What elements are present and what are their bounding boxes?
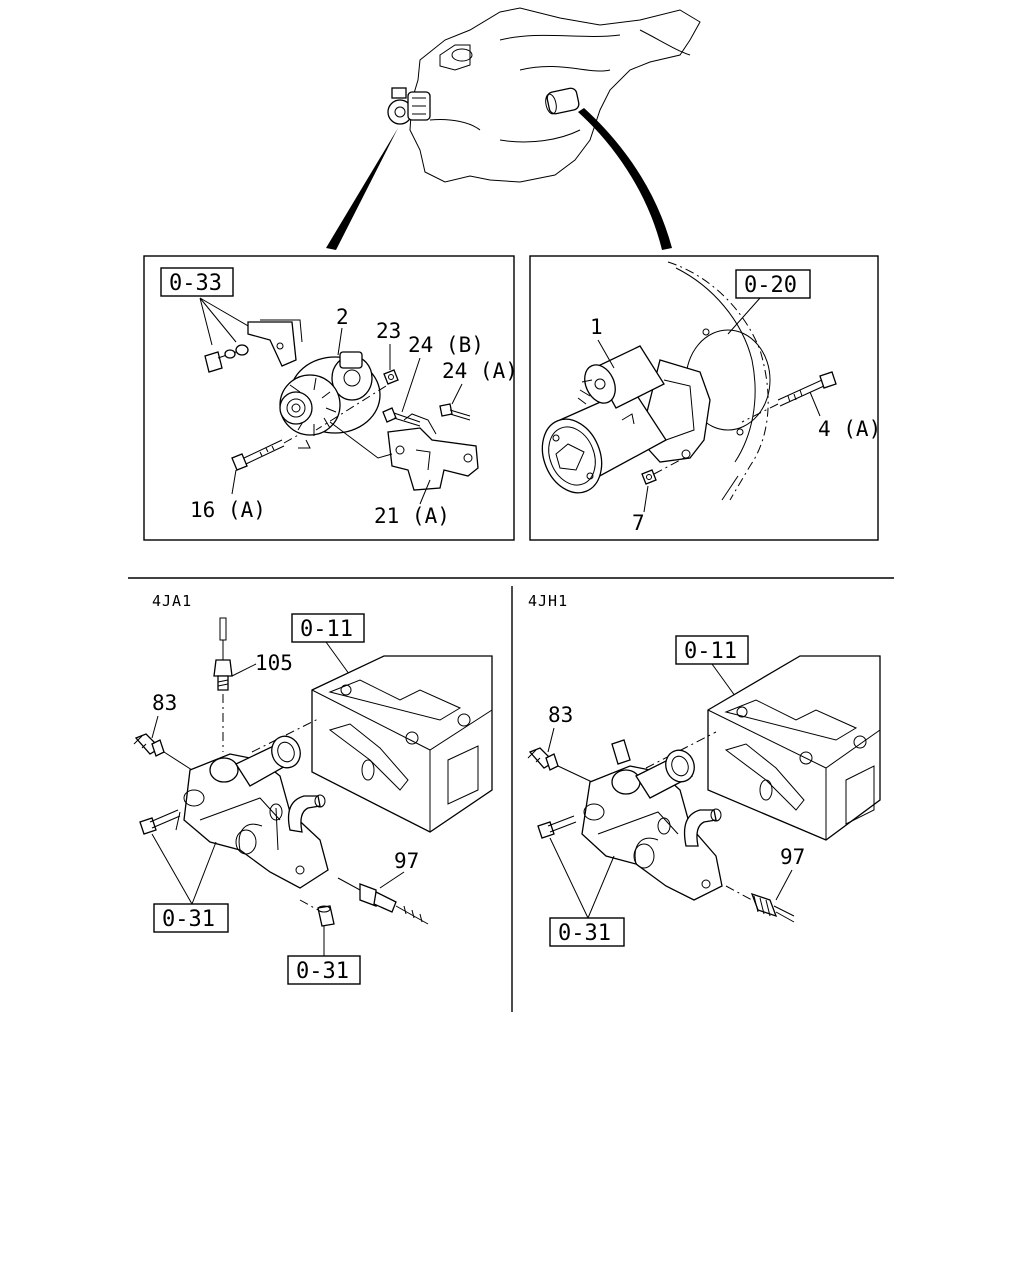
label-2: 2 <box>336 305 349 329</box>
sensor-97-4jh1 <box>725 885 795 923</box>
label-83-4jh1: 83 <box>548 703 573 727</box>
sensor-97-4ja1 <box>337 877 429 925</box>
ref-box-0-31-4jh1 <box>549 917 625 947</box>
ref-label-0-31-bottom-4ja1: 0-31 <box>296 959 349 984</box>
engine-overview <box>326 7 701 250</box>
ref-label-0-20: 0-20 <box>744 273 797 298</box>
label-21a: 21 (A) <box>374 504 450 528</box>
label-83-4ja1: 83 <box>152 691 177 715</box>
ref-label-0-31-4jh1: 0-31 <box>558 921 611 946</box>
bolt-4a <box>741 371 837 423</box>
alternator-panel: 0-33 2 <box>143 255 518 541</box>
bolt-16a <box>231 439 285 471</box>
label-24a: 24 (A) <box>442 359 518 383</box>
bolt-24a <box>439 403 471 421</box>
label-23: 23 <box>376 319 401 343</box>
sensor-105 <box>213 617 233 691</box>
ref-box-0-11-4ja1 <box>291 613 365 643</box>
alternator <box>279 351 381 449</box>
ref-label-0-11-4ja1: 0-11 <box>300 617 353 642</box>
ref-box-0-31-left-4ja1 <box>153 903 229 933</box>
ref-box-0-33 <box>160 267 234 297</box>
ref-label-0-33: 0-33 <box>169 271 222 296</box>
label-24b: 24 (B) <box>408 333 484 357</box>
starter-location-icon <box>545 87 580 115</box>
nut-7 <box>641 457 685 485</box>
bolt-left-4jh1 <box>537 815 577 839</box>
cylinder-head-4ja1 <box>311 655 493 833</box>
nut-23 <box>383 369 399 385</box>
label-97-4ja1: 97 <box>394 849 419 873</box>
cylinder-head-4jh1 <box>707 655 881 841</box>
callout-wedge-right <box>578 108 672 250</box>
ref-label-0-11-4jh1: 0-11 <box>684 639 737 664</box>
plug-4ja1 <box>317 905 335 927</box>
label-97-4jh1: 97 <box>780 845 805 869</box>
label-1: 1 <box>590 315 603 339</box>
ref-box-0-20 <box>735 269 811 299</box>
bracket-21a <box>329 413 479 491</box>
sensor-83-4ja1 <box>133 733 165 757</box>
variant-title-4ja1: 4JA1 <box>152 592 192 610</box>
label-7: 7 <box>632 511 645 535</box>
starter-panel: 0-20 1 <box>529 255 881 541</box>
label-16a: 16 (A) <box>190 498 266 522</box>
thermostat-housing-4ja1 <box>175 735 329 889</box>
ref-label-0-31-left-4ja1: 0-31 <box>162 907 215 932</box>
label-105: 105 <box>255 651 293 675</box>
variant-4ja1: 4JA1 0-11 105 <box>133 592 493 985</box>
label-4a: 4 (A) <box>818 417 881 441</box>
thermostat-housing-4jh1 <box>581 739 723 901</box>
callout-wedge-left <box>326 128 398 250</box>
sensor-83-4jh1 <box>527 747 559 771</box>
bolt-24b <box>382 407 421 427</box>
variant-4jh1: 4JH1 0-11 83 <box>527 592 881 947</box>
alternator-location-icon <box>387 87 431 125</box>
bolt-left-4ja1 <box>139 809 181 835</box>
starter-motor <box>541 345 711 494</box>
variant-title-4jh1: 4JH1 <box>528 592 568 610</box>
